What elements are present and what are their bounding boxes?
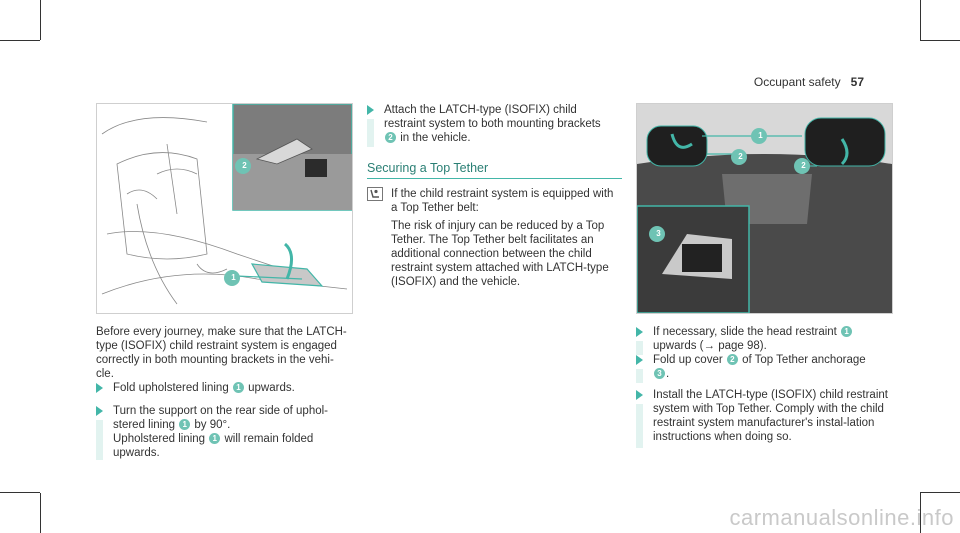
child-seat-icon: [367, 187, 383, 201]
step-text-part: If necessary, slide the head restraint: [653, 326, 841, 338]
crop-mark: [920, 492, 960, 493]
step-text-part: by 90°.: [191, 419, 231, 431]
step-text: Turn the support on the rear side of uph…: [113, 404, 351, 460]
step-line: 2 in the vehicle.: [384, 131, 622, 145]
step-line: Fold up cover 2 of Top Tether anchorage: [653, 353, 891, 367]
callout-badge: 3: [654, 368, 665, 379]
figure-head-restraint-top-tether: 1 2 2 3: [636, 103, 893, 314]
step-text-part: Fold upholstered lining: [113, 382, 232, 394]
page-reference-link[interactable]: page 98).: [715, 340, 767, 352]
step-arrow-icon: [96, 406, 103, 416]
step-arrow-icon: [367, 105, 374, 115]
callout-badge: 2: [385, 132, 396, 143]
step-text: Attach the LATCH-type (ISOFIX) child res…: [384, 103, 622, 145]
head-restraint-illustration: [637, 104, 892, 313]
step-text: Install the LATCH-type (ISOFIX) child re…: [653, 388, 891, 444]
step-text: Fold up cover 2 of Top Tether anchorage …: [653, 353, 891, 381]
crop-mark: [920, 40, 960, 41]
step-paragraph: Install the LATCH-type (ISOFIX) child re…: [653, 389, 888, 443]
step-bar: [367, 119, 374, 147]
crop-mark: [0, 40, 40, 41]
instruction-step: Fold up cover 2 of Top Tether anchorage …: [636, 353, 891, 387]
step-arrow-icon: [636, 355, 643, 365]
step-bar: [636, 404, 643, 448]
crop-mark: [40, 0, 41, 40]
section-title: Securing a Top Tether: [367, 161, 622, 179]
step-text-part: will remain folded: [221, 433, 314, 445]
crop-mark: [920, 0, 921, 40]
figure-rear-seat-isofix: 2 1: [96, 103, 353, 314]
step-text-part: Upholstered lining: [113, 433, 209, 445]
intro-paragraph: Before every journey, make sure that the…: [96, 325, 351, 381]
instruction-step: Fold upholstered lining 1 upwards.: [96, 381, 351, 401]
step-text-part: .: [666, 368, 670, 380]
step-text-part: in the vehicle.: [397, 132, 471, 144]
step-text-part: upwards.: [244, 382, 295, 394]
arrow-ref-icon: →: [703, 340, 716, 352]
crop-mark: [920, 493, 921, 533]
intro-text: Before every journey, make sure that the…: [96, 326, 347, 380]
callout-badge: 2: [239, 160, 250, 171]
step-text-part: stered lining: [113, 419, 179, 431]
note-body: The risk of injury can be reduced by a T…: [391, 220, 609, 288]
step-text-part: Fold up cover: [653, 354, 726, 366]
step-line: 3.: [653, 367, 891, 381]
callout-badge: 1: [232, 382, 244, 393]
callout-badge: 1: [841, 326, 853, 337]
callout-badge: 1: [228, 272, 239, 283]
callout-badge: 2: [735, 151, 746, 162]
step-bar: [636, 341, 643, 355]
page-header: Occupant safety 57: [754, 75, 864, 89]
instruction-step: Install the LATCH-type (ISOFIX) child re…: [636, 388, 891, 448]
step-arrow-icon: [636, 390, 643, 400]
instruction-step: If necessary, slide the head restraint 1…: [636, 325, 891, 359]
step-text-part: upwards (: [653, 340, 704, 352]
step-line: stered lining 1 by 90°.: [113, 418, 351, 432]
rear-seat-illustration: [101, 104, 352, 305]
step-arrow-icon: [96, 383, 103, 393]
step-arrow-icon: [636, 327, 643, 337]
callout-badge: 2: [798, 160, 809, 171]
callout-badge: 1: [755, 130, 766, 141]
step-line: upwards.: [113, 447, 160, 459]
section-name: Occupant safety: [753, 75, 841, 89]
instruction-step: Attach the LATCH-type (ISOFIX) child res…: [367, 103, 622, 151]
step-line: Attach the LATCH-type (ISOFIX) child: [384, 104, 577, 116]
step-text-part: of Top Tether anchorage: [738, 354, 866, 366]
step-text: If necessary, slide the head restraint 1…: [653, 325, 891, 353]
step-bar: [636, 369, 643, 383]
note-intro: If the child restraint system is equippe…: [391, 188, 614, 214]
crop-mark: [0, 492, 40, 493]
step-line: If necessary, slide the head restraint 1: [653, 325, 891, 339]
page-number: 57: [850, 75, 864, 89]
instruction-step: Turn the support on the rear side of uph…: [96, 404, 351, 460]
step-line: Turn the support on the rear side of uph…: [113, 405, 329, 417]
step-line: restraint system to both mounting bracke…: [384, 118, 601, 130]
step-bar: [96, 420, 103, 460]
callout-badge: 1: [209, 433, 221, 444]
step-text: Fold upholstered lining 1 upwards.: [113, 381, 295, 395]
callout-badge: 2: [726, 354, 738, 365]
note-block: If the child restraint system is equippe…: [391, 187, 621, 289]
crop-mark: [40, 493, 41, 533]
callout-badge: 1: [179, 419, 191, 430]
callout-badge: 3: [653, 228, 664, 239]
step-line: Upholstered lining 1 will remain folded: [113, 432, 351, 446]
step-line: upwards (→ page 98).: [653, 339, 891, 353]
watermark: carmanualsonline.info: [729, 505, 954, 530]
